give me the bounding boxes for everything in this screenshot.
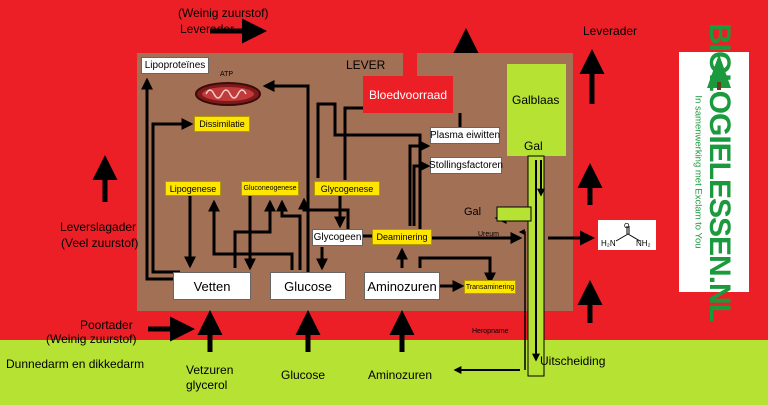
top-left-leverader: Leverader (180, 22, 235, 36)
arrow-amino-trans (418, 256, 496, 285)
logo-subtext: In samenwerking met Exclam to You (692, 95, 704, 249)
glycogen-box: Glycogeen (312, 229, 363, 246)
urea-right-group: NH₂ (636, 239, 651, 248)
excretion-label: Uitscheiding (540, 354, 606, 368)
liver-title: LEVER (346, 58, 386, 72)
fatty-acids-label: Vetzuren (186, 363, 234, 377)
tree-icon (707, 54, 731, 90)
arrow-glucose-top (316, 102, 426, 243)
hepatic-artery-label: Leverslagader (60, 220, 137, 234)
amino-acids-box: Aminozuren (364, 272, 440, 300)
arrow-glucose-lipo (208, 199, 294, 270)
intestine-amino-label: Aminozuren (368, 368, 433, 382)
urea-structure-icon (615, 226, 641, 242)
portal-vein-label: Poortader (80, 318, 133, 332)
arrow-reabsorption (518, 229, 526, 370)
transamination-box: Transaminering (464, 280, 516, 294)
blood-supply-box: Bloedvoorraad (363, 76, 453, 113)
gallbladder (507, 64, 566, 156)
arrow-deam-stoll (412, 160, 431, 226)
atp-label: ATP (220, 71, 234, 78)
liver-notch (403, 53, 417, 77)
arrow-fats-lipoprot (141, 77, 173, 281)
arrow-glucose-dissim (262, 80, 310, 272)
top-right-leverader: Leverader (583, 24, 638, 38)
fats-box: Vetten (173, 272, 251, 300)
intestine-area (0, 340, 768, 405)
urea-oxygen: O (624, 223, 630, 230)
arrow-fats-gluconeo (233, 199, 276, 268)
urea-left-group: H₂N (601, 239, 616, 248)
mitochondrion-icon (195, 82, 261, 106)
arrow-glucose-glycogenese (276, 199, 302, 270)
glucose-box: Glucose (270, 272, 346, 300)
gluconeogenesis-box: Gluconeogenese (241, 181, 299, 196)
plasma-proteins-box: Plasma eiwitten (430, 127, 500, 144)
reabsorption-label: Heropname (472, 328, 509, 335)
urea-label: Ureum (478, 231, 500, 238)
intestine-label: Dunnedarm en dikkedarm (6, 357, 145, 371)
deamination-box: Deaminering (372, 229, 432, 245)
gallbladder-label: Galblaas (512, 93, 560, 107)
hepatic-artery-note: (Veel zuurstof) (61, 236, 139, 250)
biologielessen-logo: BIOLOGIELESSEN.NL In samenwerking met Ex… (679, 23, 749, 321)
arrow-deam-plasma (408, 140, 431, 226)
lipoproteins-box: Lipoproteïnes (141, 57, 209, 74)
arrow-fats-dissim (151, 118, 194, 274)
bile-duct-branch (496, 206, 532, 222)
clotting-factors-box: Stollingsfactoren (429, 157, 503, 174)
glycerol-label: glycerol (186, 378, 228, 392)
lipogenesis-box: Lipogenese (165, 181, 221, 196)
glycogenesis-box: Glycogenese (314, 181, 380, 196)
gal-mid-label: Gal (464, 206, 482, 218)
top-note: (Weinig zuurstof) (178, 6, 269, 20)
urea-molecule: O H₂N NH₂ (598, 220, 656, 250)
dissimilation-box: Dissimilatie (194, 116, 250, 132)
gal-top-label: Gal (524, 139, 543, 153)
portal-vein-note: (Weinig zuurstof) (46, 332, 137, 346)
logo-text: BIOLOGIELESSEN.NL (703, 22, 736, 322)
intestine-glucose-label: Glucose (281, 368, 326, 382)
arrow-glyco-top (343, 106, 363, 180)
